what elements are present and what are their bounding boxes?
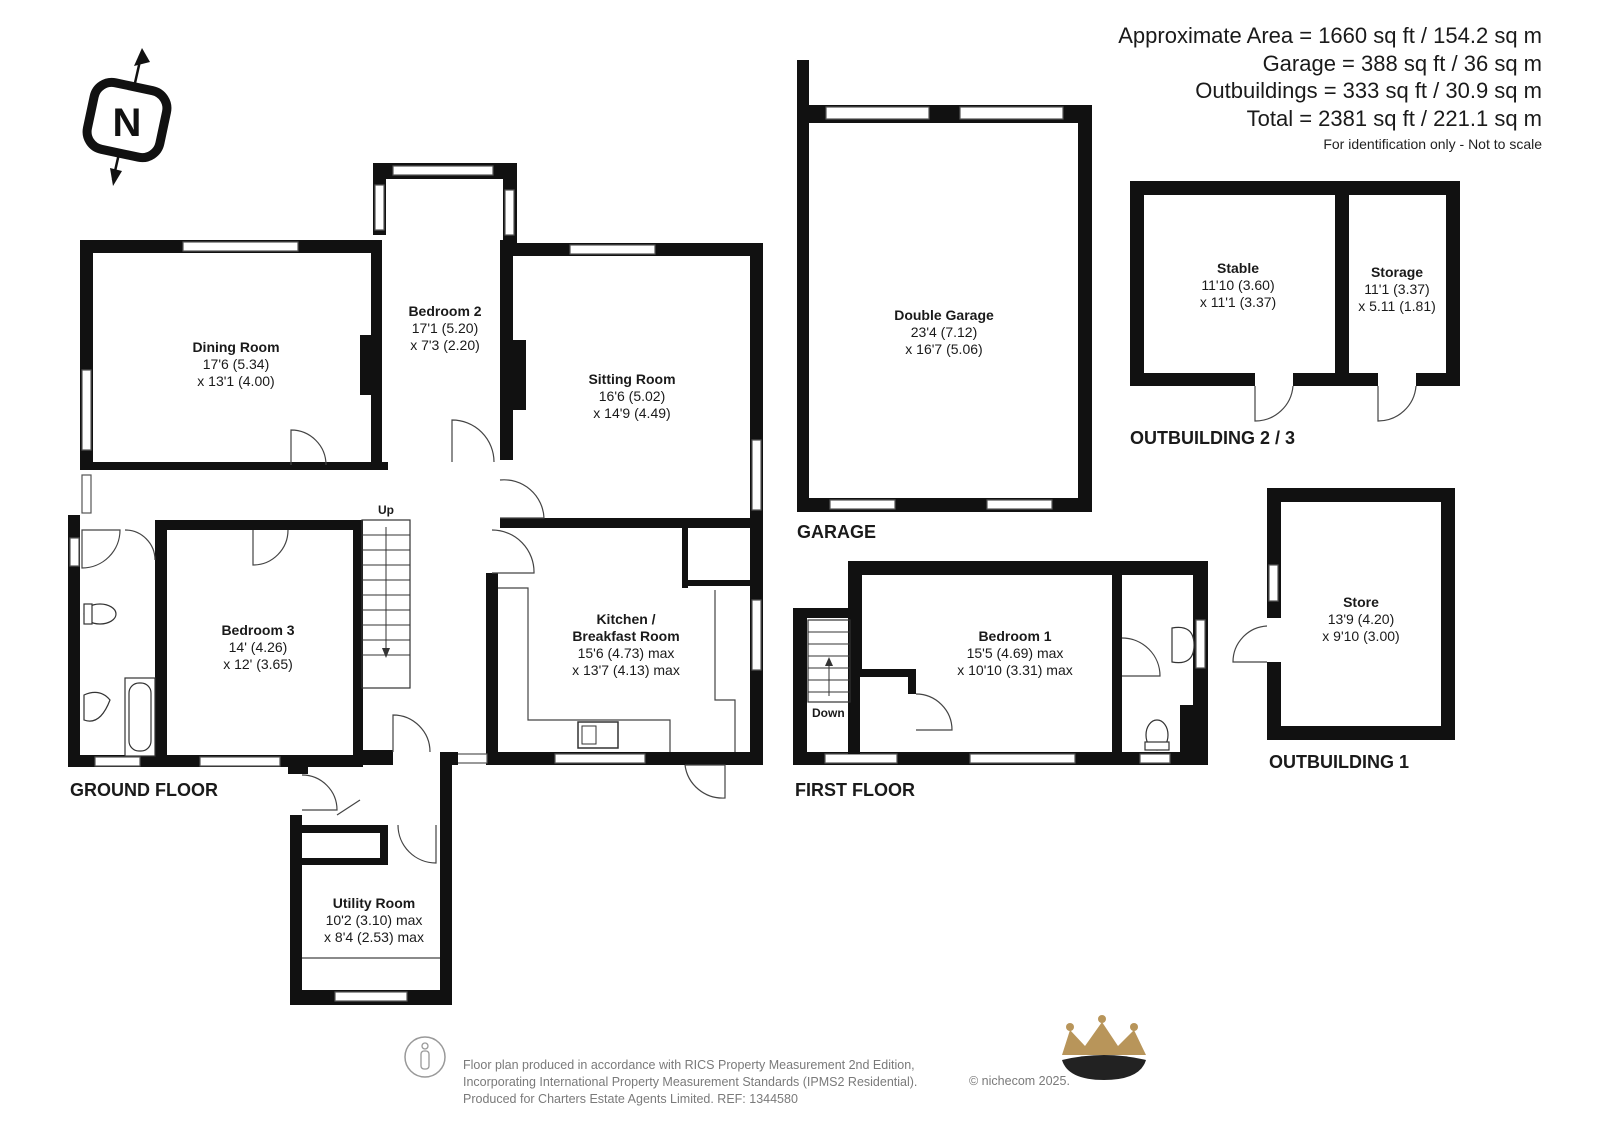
room-label-utility: Utility Room 10'2 (3.10) max x 8'4 (2.53… [324,895,424,945]
svg-text:23'4 (7.12): 23'4 (7.12) [911,324,978,340]
crown-logo-icon [1062,1015,1146,1080]
footer-line-3: Produced for Charters Estate Agents Limi… [463,1092,798,1106]
outbuilding-2-3-plan [1130,181,1460,422]
area-total: Total = 2381 sq ft / 221.1 sq m [1246,105,1542,131]
stairs-up-label: Up [378,503,394,517]
svg-text:17'1 (5.20): 17'1 (5.20) [412,320,479,336]
floor-label-ground: GROUND FLOOR [70,780,218,800]
svg-text:16'6 (5.02): 16'6 (5.02) [599,388,666,404]
footer-line-2: Incorporating International Property Mea… [463,1075,918,1089]
area-garage: Garage = 388 sq ft / 36 sq m [1262,50,1542,76]
room-label-sitting: Sitting Room 16'6 (5.02) x 14'9 (4.49) [588,371,675,421]
garage-plan [797,60,1092,512]
svg-text:x 10'10 (3.31) max: x 10'10 (3.31) max [957,662,1073,678]
floor-label-outbuilding-1: OUTBUILDING 1 [1269,752,1409,772]
stairs-down-icon [807,619,851,703]
room-label-bedroom-3: Bedroom 3 14' (4.26) x 12' (3.65) [221,622,294,672]
svg-text:x 5.11 (1.81): x 5.11 (1.81) [1358,298,1436,314]
room-label-stable: Stable 11'10 (3.60) x 11'1 (3.37) [1200,260,1276,310]
svg-text:x 14'9 (4.49): x 14'9 (4.49) [593,405,670,421]
floor-label-first: FIRST FLOOR [795,780,915,800]
room-label-store: Store 13'9 (4.20) x 9'10 (3.00) [1322,594,1399,644]
room-label-bedroom-1: Bedroom 1 15'5 (4.69) max x 10'10 (3.31)… [957,628,1073,678]
svg-text:Stable: Stable [1217,260,1259,276]
svg-text:11'1 (3.37): 11'1 (3.37) [1364,281,1429,297]
svg-text:15'5 (4.69) max: 15'5 (4.69) max [967,645,1064,661]
floor-label-outbuilding-2-3: OUTBUILDING 2 / 3 [1130,428,1295,448]
scale-note: For identification only - Not to scale [1323,136,1542,152]
svg-text:15'6 (4.73) max: 15'6 (4.73) max [578,645,675,661]
svg-text:Storage: Storage [1371,264,1423,280]
first-floor-plan [793,561,1208,765]
svg-text:Sitting Room: Sitting Room [588,371,675,387]
footer-line-1: Floor plan produced in accordance with R… [463,1058,915,1072]
outbuilding-1-plan [1232,488,1455,740]
svg-text:14' (4.26): 14' (4.26) [229,639,288,655]
footer-text: Floor plan produced in accordance with R… [463,1057,917,1108]
svg-text:11'10 (3.60): 11'10 (3.60) [1201,277,1274,293]
svg-text:Double Garage: Double Garage [894,307,994,323]
area-summary: Approximate Area = 1660 sq ft / 154.2 sq… [1118,22,1542,152]
svg-text:Bedroom 2: Bedroom 2 [408,303,481,319]
svg-text:10'2 (3.10) max: 10'2 (3.10) max [326,912,423,928]
stairs-down-label: Down [812,706,845,720]
area-outbuildings: Outbuildings = 333 sq ft / 30.9 sq m [1195,78,1542,103]
svg-text:Bedroom 3: Bedroom 3 [221,622,294,638]
room-label-storage: Storage 11'1 (3.37) x 5.11 (1.81) [1358,264,1436,314]
svg-text:x 7'3 (2.20): x 7'3 (2.20) [410,337,480,353]
svg-text:Breakfast Room: Breakfast Room [572,628,679,644]
room-label-bedroom-2: Bedroom 2 17'1 (5.20) x 7'3 (2.20) [408,303,481,353]
svg-text:Bedroom 1: Bedroom 1 [978,628,1051,644]
room-label-dining: Dining Room 17'6 (5.34) x 13'1 (4.00) [192,339,279,389]
svg-text:x 12' (3.65): x 12' (3.65) [223,656,293,672]
svg-text:x 11'1 (3.37): x 11'1 (3.37) [1200,294,1276,310]
svg-text:x 16'7 (5.06): x 16'7 (5.06) [905,341,982,357]
svg-text:Dining Room: Dining Room [192,339,279,355]
svg-text:17'6 (5.34): 17'6 (5.34) [203,356,270,372]
area-approximate: Approximate Area = 1660 sq ft / 154.2 sq… [1118,23,1542,48]
floor-label-garage: GARAGE [797,522,876,542]
room-label-kitchen: Kitchen / Breakfast Room 15'6 (4.73) max… [572,611,680,678]
stairs-up-icon [361,519,411,689]
svg-text:Store: Store [1343,594,1379,610]
svg-text:x 13'7 (4.13) max: x 13'7 (4.13) max [572,662,680,678]
copyright: © nichecom 2025. [969,1074,1070,1088]
svg-text:Utility Room: Utility Room [333,895,415,911]
ground-floor-plan [68,163,763,1005]
svg-text:x 8'4 (2.53) max: x 8'4 (2.53) max [324,929,424,945]
person-icon [404,1036,446,1078]
svg-text:13'9 (4.20): 13'9 (4.20) [1328,611,1395,627]
room-label-garage: Double Garage 23'4 (7.12) x 16'7 (5.06) [894,307,994,357]
svg-text:x 13'1 (4.00): x 13'1 (4.00) [197,373,274,389]
svg-text:x 9'10 (3.00): x 9'10 (3.00) [1322,628,1399,644]
north-compass-icon: N [82,48,172,186]
svg-text:Kitchen /: Kitchen / [596,611,655,627]
compass-letter: N [113,101,142,145]
